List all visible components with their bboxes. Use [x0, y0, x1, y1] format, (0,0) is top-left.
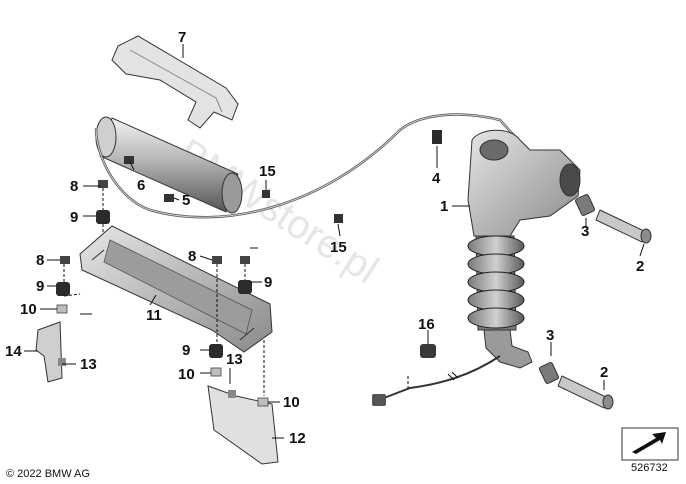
washer-part — [257, 397, 269, 407]
callout-label: 3 — [581, 223, 589, 240]
callout-label: 9 — [70, 209, 78, 226]
callout-label: 12 — [289, 430, 306, 447]
callout-label: 11 — [146, 307, 162, 324]
small-bracket-part — [35, 321, 63, 383]
callout-label: 7 — [178, 29, 186, 46]
callout-label: 8 — [36, 252, 44, 269]
middle-mount-stack — [209, 256, 265, 396]
callout-label: 4 — [432, 170, 441, 187]
bracket-part — [79, 225, 273, 353]
reservoir-part — [95, 116, 243, 214]
sensor-part — [372, 344, 501, 406]
callout-label: 16 — [418, 316, 435, 333]
cover-part — [111, 35, 239, 129]
callout-label: 13 — [80, 356, 97, 373]
watermark: BMWstore.pl — [170, 131, 386, 293]
clip-part — [164, 194, 174, 202]
screw-part — [228, 390, 236, 398]
callout-label: 10 — [20, 301, 37, 318]
callout-label: 8 — [188, 248, 196, 265]
left-mount-stack — [56, 256, 81, 314]
callout-label: 15 — [259, 163, 276, 180]
diagram-number: 526732 — [631, 462, 668, 474]
callout-label: 1 — [440, 198, 448, 215]
direction-arrow-icon — [621, 427, 679, 461]
copyright-text: © 2022 BMW AG — [6, 468, 90, 480]
callout-label: 10 — [283, 394, 300, 411]
shock-absorber — [467, 129, 581, 369]
callout-label: 9 — [182, 342, 190, 359]
callout-label: 9 — [264, 274, 272, 291]
clip-part — [334, 214, 343, 223]
callout-label: 6 — [137, 177, 145, 194]
callout-label: 14 — [5, 343, 22, 360]
hose-highlight — [95, 114, 519, 218]
clip-part — [262, 190, 270, 198]
clip-part — [124, 156, 134, 164]
callout-label: 8 — [70, 178, 78, 195]
callout-label: 2 — [600, 364, 608, 381]
callout-label: 9 — [36, 278, 44, 295]
callout-label: 5 — [182, 192, 190, 209]
bushing-part — [432, 130, 442, 144]
callout-label: 13 — [226, 351, 243, 368]
callout-label: 15 — [330, 239, 347, 256]
callout-label: 2 — [636, 258, 644, 275]
lower-bolt-group — [539, 362, 614, 410]
callout-label: 3 — [546, 327, 554, 344]
upper-bolt-group — [575, 194, 652, 244]
callout-label: 10 — [178, 366, 195, 383]
screw-part — [58, 358, 66, 366]
